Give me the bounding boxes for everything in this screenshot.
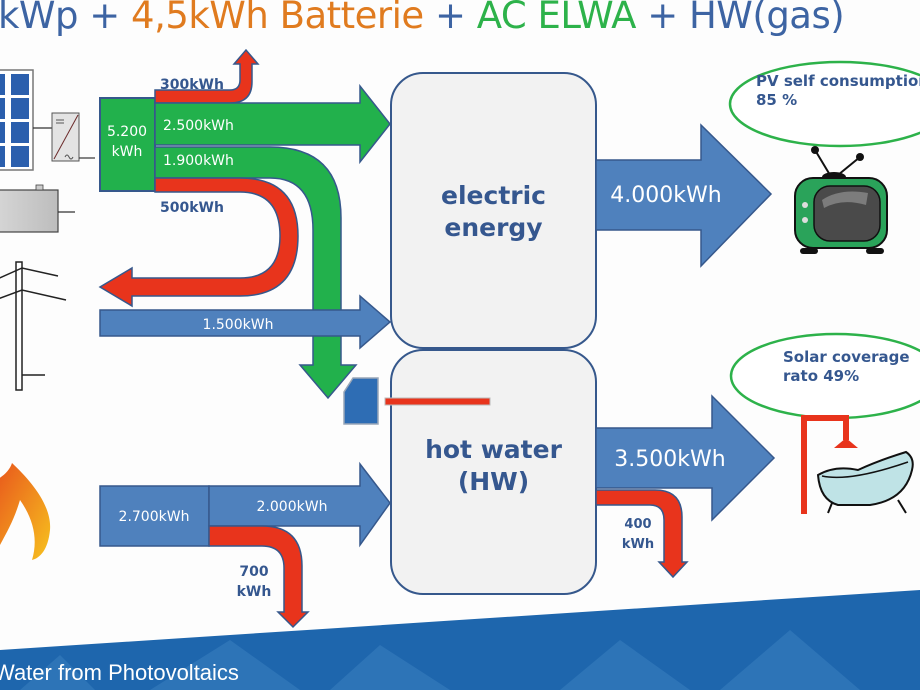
title-part-elwa: AC ELWA [476,0,637,37]
self-consumption-text: PV self consumption 85 % [756,72,920,110]
gas-loss-label-2: kWh [237,584,272,600]
bathtub-shower-icon [801,415,914,514]
electric-node-label: electric energy [391,180,596,244]
self-consumption-line1: PV self consumption [756,72,920,90]
solar-coverage-line1: Solar coverage [783,348,910,366]
pv-to-electric-label: 2.500kWh [163,118,234,134]
power-pylon-icon [0,261,67,391]
slide-title: kWp + 4,5kWh Batterie + AC ELWA + HW(gas… [0,0,845,37]
electric-output-label: 4.000kWh [610,183,721,208]
electric-output-arrow [595,123,773,268]
heating-element-icon [343,377,491,425]
gas-source-block [99,485,210,547]
hw-loss-label-1: 400 [624,517,651,532]
self-consumption-bubble [728,60,920,148]
pv-total-label-1: 5.200 [107,124,147,140]
grid-import-arrow [99,294,392,350]
pv-feed-in-arrow [98,177,299,308]
pv-source-block [99,97,156,192]
pv-to-elwa-label: 1.900kWh [163,153,234,169]
self-consumption-line2: 85 % [756,91,798,109]
pv-to-elwa-arrow [154,146,358,400]
pv-loss-label: 300kWh [160,77,224,93]
inverter-icon [51,112,95,162]
electric-node-line1: electric [441,181,546,210]
title-part-battery: 4,5kWh Batterie [131,0,424,37]
solar-coverage-text: Solar coverage rato 49% [783,348,910,386]
hw-output-arrow [595,394,776,522]
tv-icon [794,146,888,254]
gas-to-hw-label: 2.000kWh [257,499,328,515]
electric-node-line2: energy [444,213,543,242]
pv-total-label-2: kWh [112,144,143,160]
flame-icon [0,463,51,560]
solar-panel-icon [0,69,52,171]
solar-coverage-line2: rato 49% [783,367,860,385]
gas-total-label: 2.700kWh [119,509,190,525]
hot-water-node-label: hot water (HW) [391,434,596,498]
hw-loss-arrow [595,489,689,579]
pv-feed-in-label: 500kWh [160,200,224,216]
title-part-pv: kWp + [0,0,132,37]
title-part-hw: + HW(gas) [635,0,845,37]
hw-loss-label-2: kWh [622,537,654,552]
title-part-plus: + [423,0,477,37]
grid-import-label: 1.500kWh [203,317,274,333]
battery-icon [0,184,75,233]
hw-output-label: 3.500kWh [614,447,725,472]
gas-loss-label-1: 700 [239,564,268,580]
pv-loss-arrow [154,48,260,104]
pv-to-electric-arrow [154,83,391,165]
footer-title: Water from Photovoltaics [0,660,239,685]
gas-loss-arrow [208,525,310,629]
footer-watermark [20,630,860,690]
hot-water-node-line1: hot water [425,435,562,464]
hot-water-node-line2: (HW) [457,467,530,496]
